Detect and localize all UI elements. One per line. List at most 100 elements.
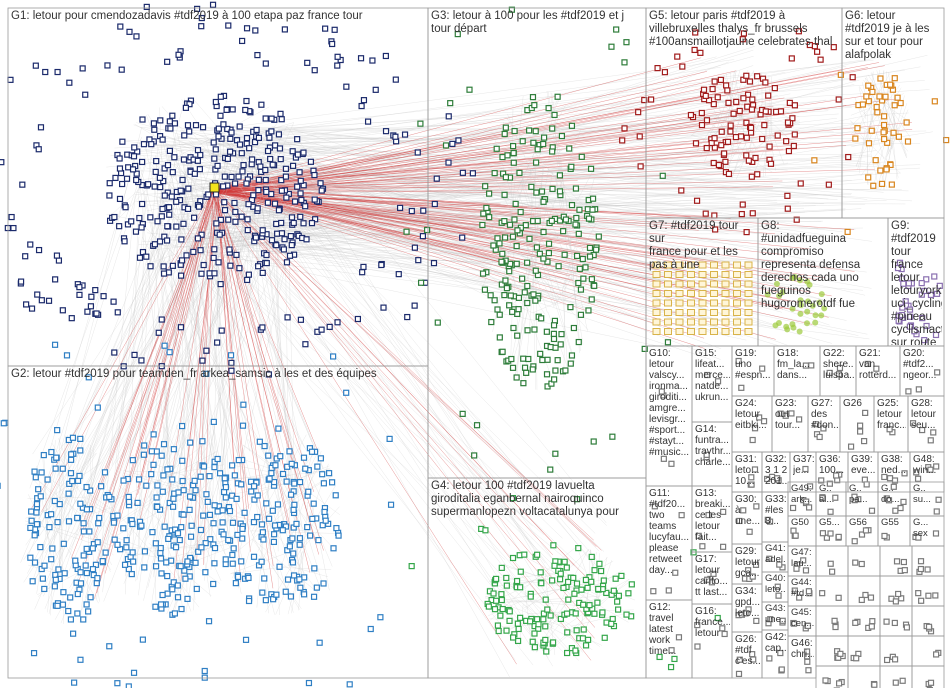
node <box>69 434 77 441</box>
node <box>310 500 317 507</box>
node <box>272 142 279 149</box>
node <box>521 289 528 296</box>
node <box>816 299 823 306</box>
node <box>911 328 918 335</box>
edge-line <box>765 106 776 171</box>
grid-node <box>675 280 684 288</box>
node <box>561 251 568 258</box>
node <box>749 651 756 658</box>
edge-line <box>136 232 219 581</box>
node <box>533 244 540 251</box>
node <box>281 26 288 33</box>
node <box>153 448 160 455</box>
grid-node <box>721 328 730 335</box>
node <box>288 460 295 467</box>
node <box>145 181 152 188</box>
node <box>903 119 910 126</box>
node <box>238 150 245 157</box>
node <box>220 121 227 128</box>
node <box>529 366 536 373</box>
node <box>161 523 168 530</box>
node <box>753 617 760 625</box>
node <box>290 550 297 557</box>
grid-node <box>733 280 741 288</box>
node <box>501 218 508 225</box>
node <box>227 262 234 269</box>
node <box>578 153 585 160</box>
node <box>28 508 35 515</box>
node <box>158 316 165 323</box>
node <box>511 216 518 223</box>
edge-line <box>510 196 516 371</box>
node <box>702 210 709 217</box>
node <box>278 177 285 184</box>
node <box>258 558 265 565</box>
node <box>509 233 517 240</box>
edge-line <box>114 475 187 524</box>
node <box>501 292 508 299</box>
node <box>727 122 734 129</box>
edge-line <box>32 478 53 501</box>
node <box>507 260 514 267</box>
node <box>128 218 135 225</box>
edge-line <box>246 246 553 628</box>
node <box>558 132 566 140</box>
node <box>67 616 75 623</box>
node <box>235 173 242 180</box>
edge-line <box>34 156 229 610</box>
node <box>76 284 83 291</box>
node <box>148 448 155 455</box>
node <box>283 478 290 485</box>
node <box>114 512 121 519</box>
edge-line <box>71 201 177 472</box>
node <box>286 448 293 455</box>
node <box>621 125 628 132</box>
edge-line <box>250 56 754 195</box>
node <box>445 113 452 120</box>
node <box>532 159 540 166</box>
node <box>506 608 513 615</box>
node <box>31 468 38 475</box>
node <box>259 227 266 234</box>
node <box>417 120 424 127</box>
edge-line <box>58 438 83 571</box>
node <box>224 125 231 133</box>
node <box>580 275 587 282</box>
node <box>619 137 626 144</box>
node <box>264 199 272 206</box>
grid-node <box>664 309 672 316</box>
node <box>506 617 513 624</box>
node <box>48 511 55 518</box>
node <box>38 469 45 476</box>
node <box>55 257 63 264</box>
node <box>714 614 721 622</box>
node <box>316 639 323 646</box>
node <box>858 560 865 568</box>
node <box>534 551 541 558</box>
node <box>170 495 177 502</box>
node <box>419 233 426 240</box>
group-panel <box>761 451 791 493</box>
node <box>130 153 138 160</box>
node <box>564 649 571 657</box>
node <box>52 465 59 472</box>
group-panel <box>847 635 881 667</box>
node <box>358 102 365 110</box>
node <box>556 217 564 224</box>
node <box>725 99 732 106</box>
node <box>229 551 236 559</box>
node <box>79 65 86 72</box>
node <box>172 544 180 551</box>
node <box>80 520 87 527</box>
node <box>59 601 67 608</box>
node <box>497 612 504 619</box>
node <box>136 254 144 261</box>
edge-line <box>285 425 311 523</box>
node <box>52 276 59 283</box>
node <box>392 76 399 83</box>
node <box>221 207 229 214</box>
node <box>575 338 582 346</box>
grid-node <box>721 261 730 269</box>
node <box>719 625 726 632</box>
node <box>301 591 308 598</box>
